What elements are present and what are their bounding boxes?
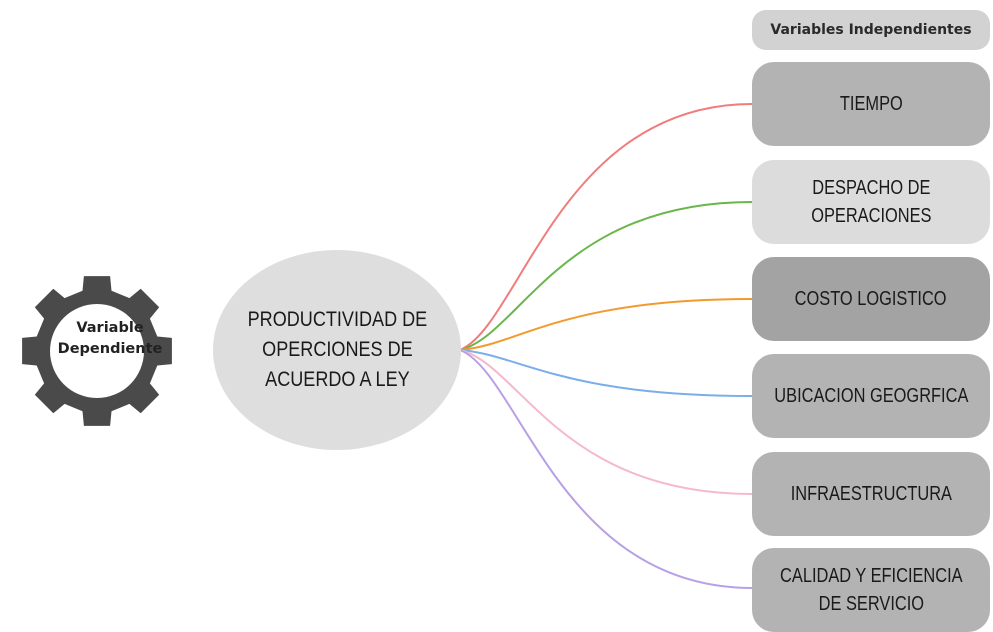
independent-box-calidad: CALIDAD Y EFICIENCIA DE SERVICIO <box>752 548 990 632</box>
independent-box-costo-logistico: COSTO LOGISTICO <box>752 257 990 341</box>
dependent-label-line1: Variable <box>76 320 144 336</box>
dependent-variable-label: Variable Dependiente <box>50 318 170 360</box>
central-topic-text: PRODUCTIVIDAD DE OPERCIONES DE ACUERDO A… <box>247 308 427 391</box>
central-topic-ellipse: PRODUCTIVIDAD DE OPERCIONES DE ACUERDO A… <box>213 250 461 450</box>
independent-box-label: UBICACION GEOGRFICA <box>773 385 969 407</box>
independent-box-label: INFRAESTRUCTURA <box>790 483 952 505</box>
independent-box-tiempo: TIEMPO <box>752 62 990 146</box>
dependent-label-line2: Dependiente <box>57 341 163 357</box>
connector-line-4 <box>459 349 753 495</box>
connector-line-2 <box>459 298 753 351</box>
independent-variables-header: Variables Independientes <box>752 10 990 50</box>
connector-line-3 <box>459 349 753 397</box>
independent-box-label: CALIDAD Y EFICIENCIA DE SERVICIO <box>779 565 963 615</box>
connector-line-1 <box>459 201 753 351</box>
independent-box-label: DESPACHO DE OPERACIONES <box>810 177 932 227</box>
independent-box-label: COSTO LOGISTICO <box>795 288 947 310</box>
independent-box-infraestructura: INFRAESTRUCTURA <box>752 452 990 536</box>
independent-box-despacho: DESPACHO DE OPERACIONES <box>752 160 990 244</box>
independent-box-label: TIEMPO <box>839 93 903 115</box>
connector-line-5 <box>459 349 753 589</box>
gear-icon <box>22 276 172 426</box>
connector-line-0 <box>459 103 753 351</box>
gear-center <box>50 304 144 398</box>
independent-box-ubicacion: UBICACION GEOGRFICA <box>752 354 990 438</box>
